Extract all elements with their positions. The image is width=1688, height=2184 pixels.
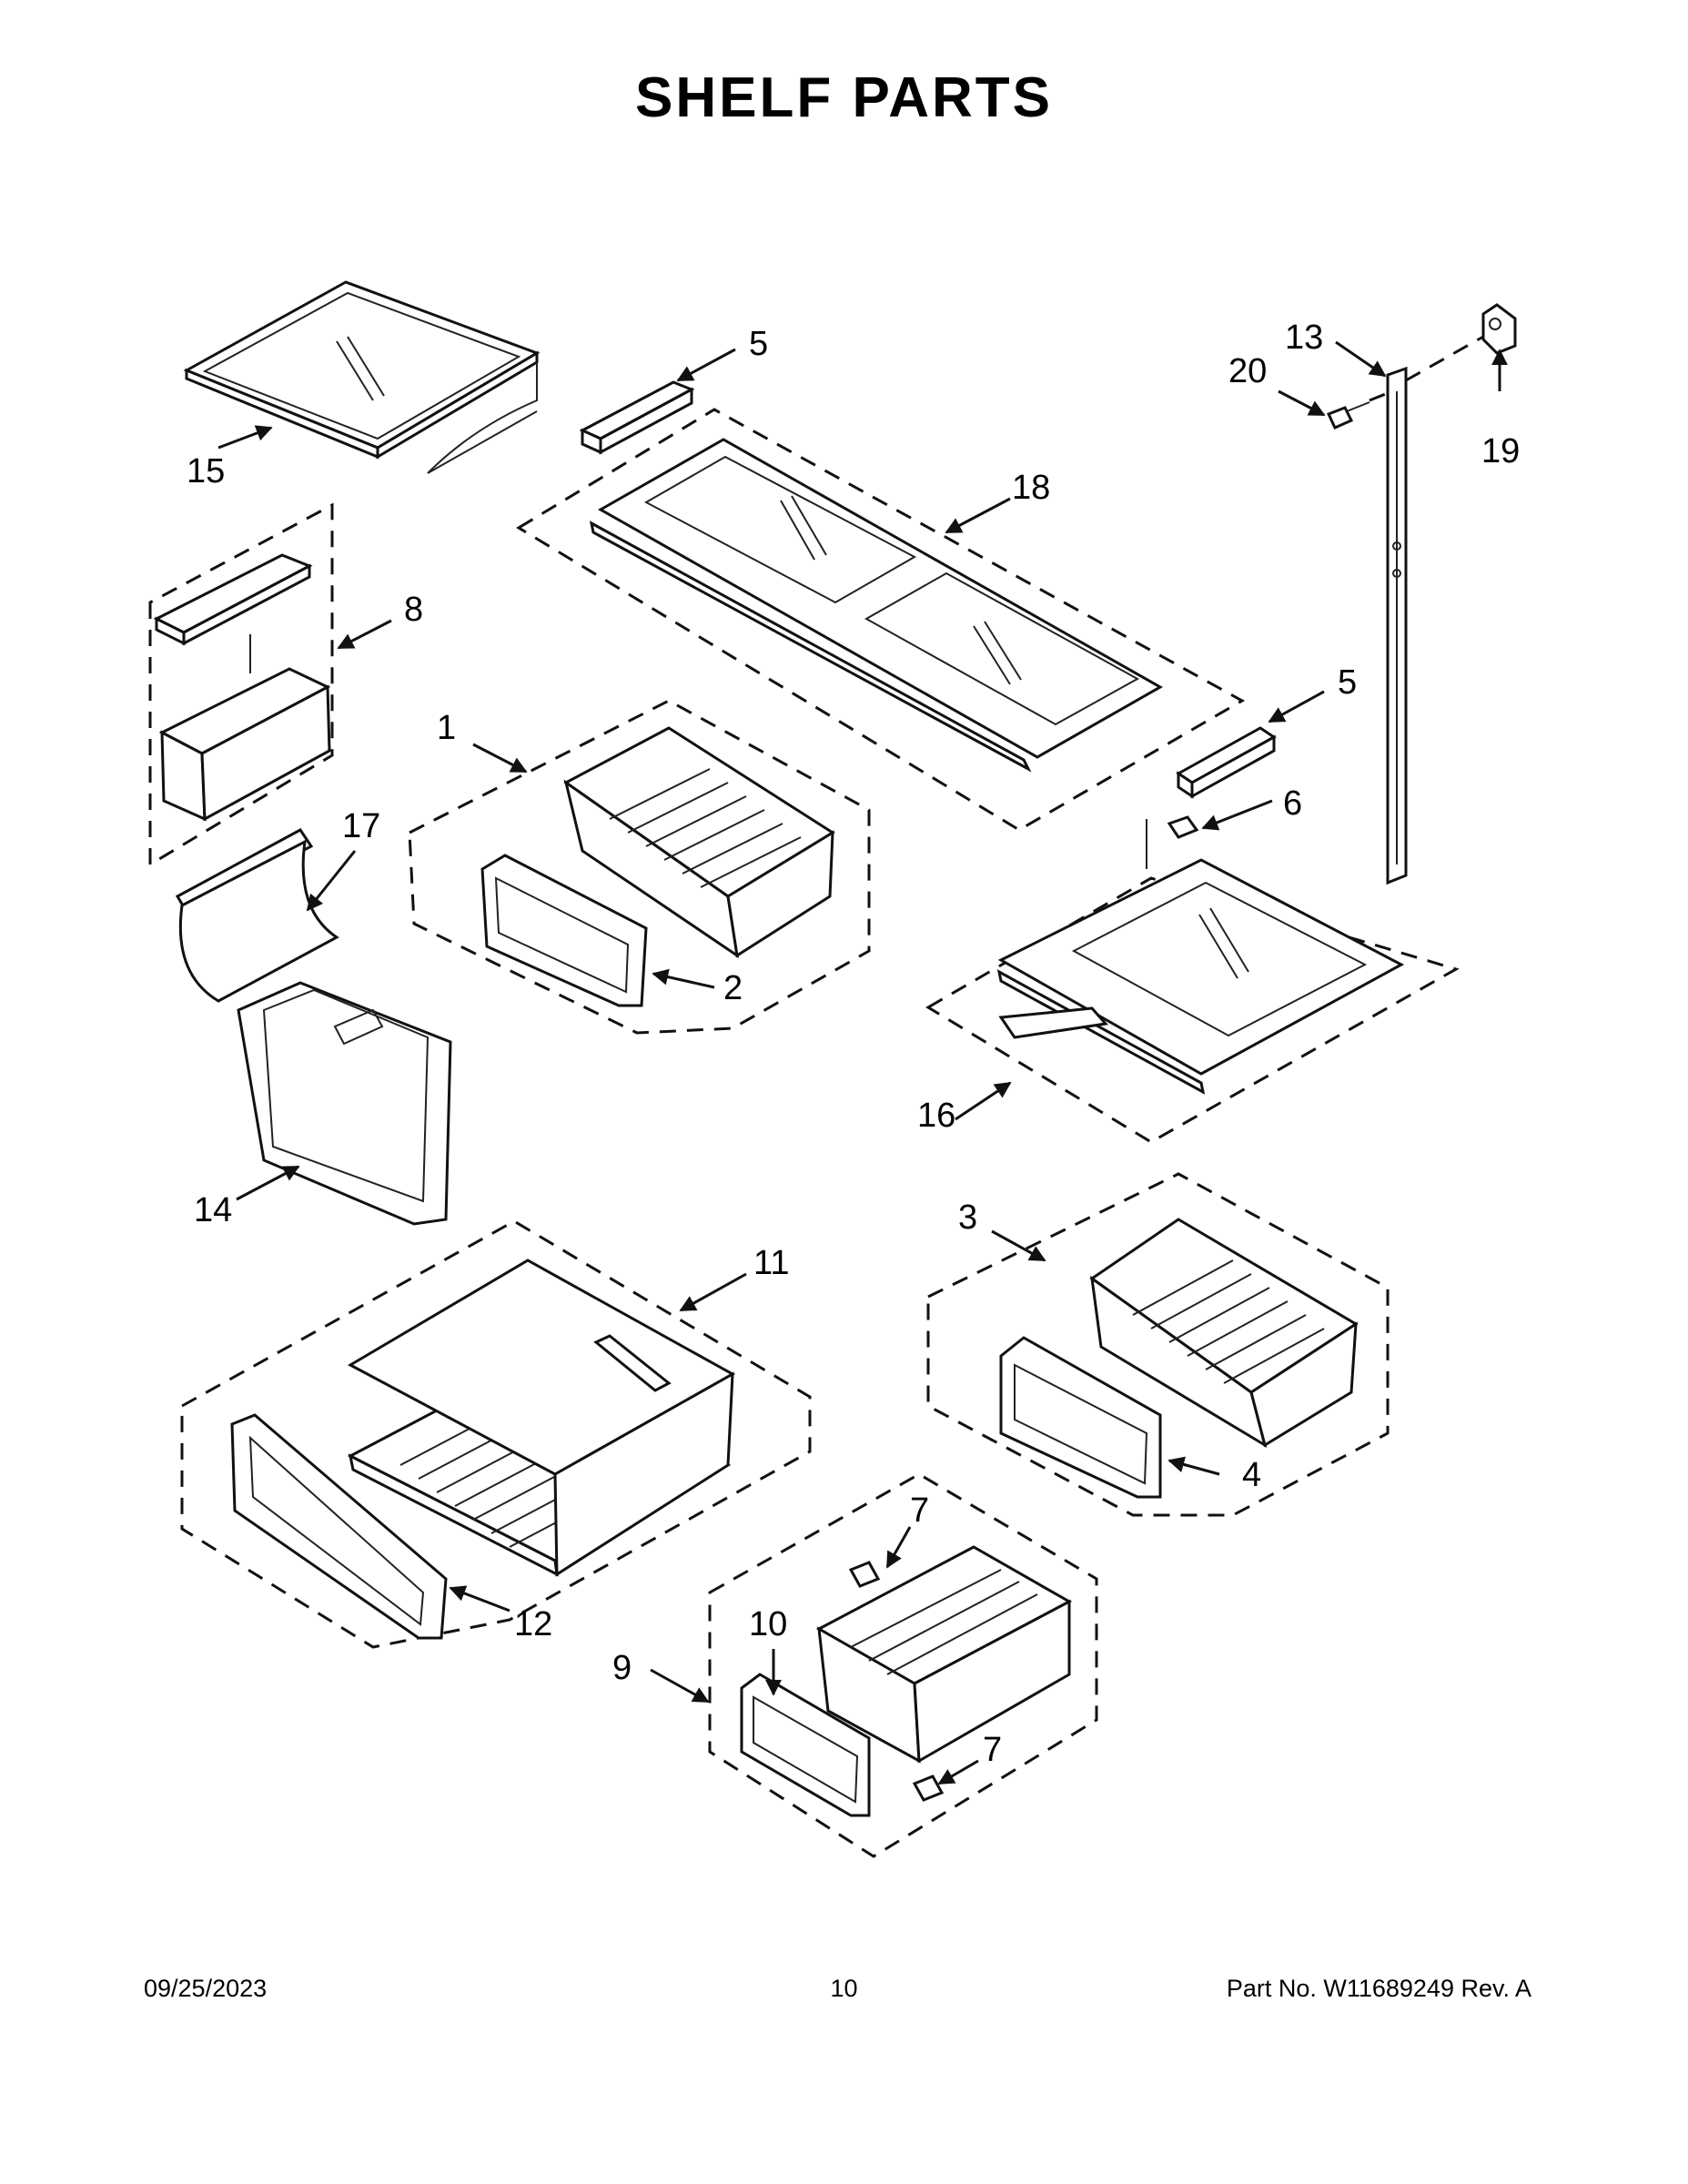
callout-8: 8	[404, 591, 423, 629]
callout-17: 17	[342, 807, 380, 845]
callout-14: 14	[194, 1191, 232, 1229]
callout-16: 16	[917, 1097, 955, 1135]
callout-2: 2	[723, 969, 743, 1007]
part-17-curved-trim	[175, 828, 339, 1003]
part-18-double-shelf	[516, 408, 1246, 832]
callout-4: 4	[1242, 1456, 1261, 1494]
callout-1: 1	[437, 709, 456, 747]
part-20-screw	[1326, 401, 1370, 430]
part-1-crisper-group	[408, 699, 871, 1035]
part-5-top-trim	[579, 380, 695, 455]
callout-15: 15	[187, 452, 225, 490]
part-13-rail	[1386, 366, 1408, 885]
part-16-glass-shelf	[925, 858, 1460, 1144]
callout-7-bottom: 7	[983, 1731, 1002, 1769]
callout-3: 3	[958, 1198, 977, 1237]
callout-7-top: 7	[910, 1491, 929, 1530]
callout-12: 12	[514, 1605, 552, 1643]
part-9-small-drawer	[708, 1472, 1098, 1858]
callout-13: 13	[1285, 318, 1323, 357]
callout-19: 19	[1481, 432, 1520, 470]
footer-part-number: Part No. W11689249 Rev. A	[1226, 1975, 1531, 2002]
part-11-deli-drawer	[180, 1219, 812, 1649]
callout-5-top: 5	[749, 325, 768, 363]
callout-9: 9	[612, 1649, 632, 1687]
part-5-right-trim	[1176, 726, 1277, 799]
callout-6: 6	[1283, 784, 1302, 823]
footer-page-number: 10	[830, 1975, 858, 2002]
part-15-shelf	[183, 280, 541, 474]
part-3-crisper-group	[926, 1172, 1390, 1517]
part-19-cap	[1481, 303, 1517, 355]
footer-date: 09/25/2023	[144, 1975, 268, 2002]
part-14-cover	[237, 981, 452, 1226]
callout-20: 20	[1228, 352, 1267, 390]
callout-11: 11	[753, 1244, 789, 1282]
part-8-dairy-bin	[148, 502, 334, 867]
page-title: SHELF PARTS	[635, 66, 1053, 129]
callout-leaders	[217, 335, 1508, 1785]
callout-5-right: 5	[1338, 663, 1357, 702]
part-6-screw	[1146, 815, 1199, 869]
callout-18: 18	[1012, 469, 1050, 507]
callout-10: 10	[749, 1605, 787, 1643]
